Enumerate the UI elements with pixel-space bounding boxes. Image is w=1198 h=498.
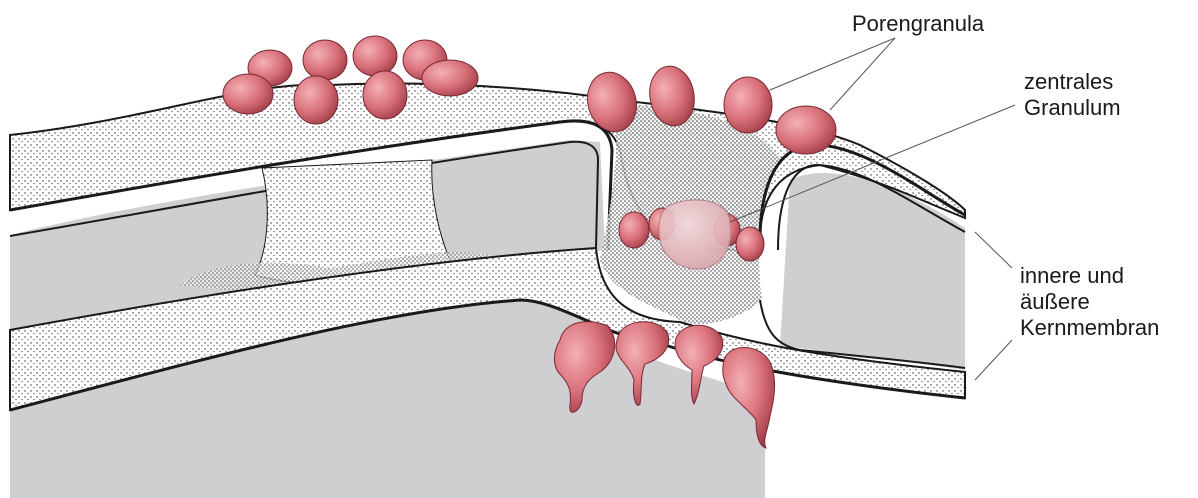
granule <box>724 77 772 133</box>
granule <box>776 106 836 154</box>
label-zentrales: zentrales <box>1024 70 1113 94</box>
leader-porengranula-2 <box>830 38 895 110</box>
granule <box>422 60 478 96</box>
label-kernmembran: Kernmembran <box>1020 316 1159 340</box>
leader-membran-1 <box>975 232 1012 268</box>
leader-membran-2 <box>975 340 1012 380</box>
central-granule-body <box>659 200 731 269</box>
granule <box>353 36 397 76</box>
granule <box>736 227 764 261</box>
leader-porengranula-1 <box>770 38 895 90</box>
granule <box>619 212 649 248</box>
label-porengranula: Porengranula <box>852 12 984 36</box>
granule <box>303 40 347 80</box>
granule <box>223 74 273 114</box>
granule <box>294 76 338 124</box>
label-granulum: Granulum <box>1024 96 1121 120</box>
label-innere-und: innere und <box>1020 264 1124 288</box>
label-aeussere: äußere <box>1020 290 1090 314</box>
central-granule <box>659 200 731 269</box>
granule <box>363 71 407 119</box>
